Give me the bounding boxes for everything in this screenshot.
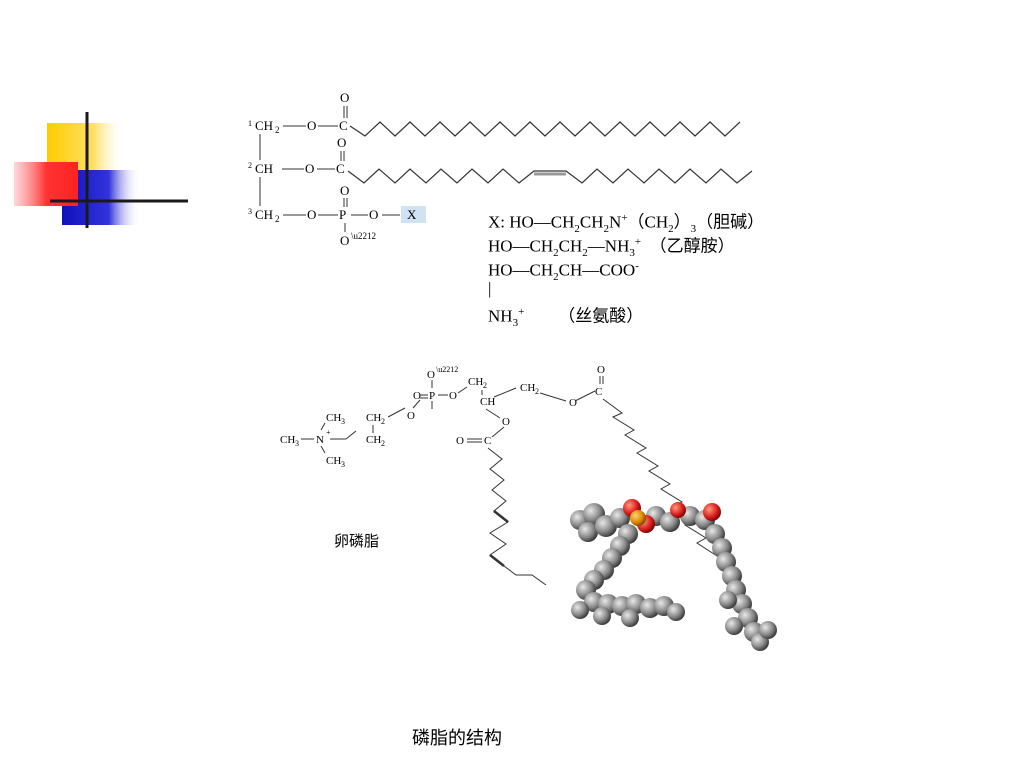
svg-text:O: O [307, 207, 316, 222]
svg-text:CH: CH [366, 412, 381, 424]
svg-text:CH: CH [366, 434, 381, 446]
svg-text:N: N [316, 434, 324, 446]
svg-text:C: C [339, 118, 348, 133]
svg-text:C: C [484, 435, 491, 447]
svg-text:\u2212: \u2212 [436, 365, 458, 374]
svg-text:+: + [326, 428, 331, 437]
svg-text:O: O [407, 410, 415, 422]
svg-text:CH: CH [326, 412, 341, 424]
svg-text:O: O [413, 390, 421, 402]
svg-text:C: C [595, 386, 602, 398]
svg-text:CH: CH [326, 455, 341, 467]
corner-decoration [14, 112, 188, 228]
x-group-ethanolamine: HO—CH2CH2—NH3+ （乙醇胺） [488, 236, 735, 260]
svg-text:O: O [456, 435, 464, 447]
svg-text:3: 3 [341, 460, 345, 469]
svg-text:O: O [449, 390, 457, 402]
svg-text:2: 2 [381, 417, 385, 426]
svg-text:P: P [429, 390, 435, 402]
svg-text:3: 3 [341, 417, 345, 426]
svg-text:C: C [336, 161, 345, 176]
x-group-serine-bond: | [488, 279, 492, 298]
svg-text:CH: CH [520, 382, 535, 394]
x-group-choline: X: HO—CH2CH2N+（CH2）3（胆碱） [488, 212, 765, 236]
svg-text:P: P [339, 207, 346, 222]
x-group-serine: HO—CH2CH—COO- [488, 260, 639, 284]
svg-text:2: 2 [381, 439, 385, 448]
svg-text:CH: CH [280, 434, 295, 446]
svg-text:CH: CH [255, 118, 273, 133]
svg-text:CH: CH [480, 396, 495, 408]
svg-text:2: 2 [275, 125, 280, 135]
x-substituent-label: X [407, 207, 417, 222]
svg-text:2: 2 [275, 214, 280, 224]
svg-text:O: O [340, 90, 349, 105]
svg-text:O: O [427, 369, 435, 381]
svg-text:O: O [340, 233, 349, 248]
lecithin-label: 卵磷脂 [334, 534, 380, 550]
svg-text:1: 1 [248, 119, 252, 128]
svg-text:3: 3 [248, 207, 252, 216]
svg-text:O: O [340, 183, 349, 198]
svg-text:O: O [337, 135, 346, 150]
x-group-serine-amine: NH3+ （丝氨酸） [488, 306, 644, 330]
slide-caption: 磷脂的结构 [412, 728, 502, 748]
svg-text:2: 2 [248, 161, 252, 170]
svg-text:O: O [307, 118, 316, 133]
svg-text:CH: CH [468, 376, 483, 388]
svg-text:O: O [569, 397, 577, 409]
deco-red-square [14, 162, 78, 206]
svg-text:O: O [305, 161, 314, 176]
svg-text:2: 2 [483, 381, 487, 390]
space-filling-model [570, 499, 777, 651]
svg-text:O: O [597, 364, 605, 376]
svg-text:CH: CH [255, 161, 273, 176]
svg-text:2: 2 [535, 387, 539, 396]
svg-text:O: O [369, 207, 378, 222]
svg-text:3: 3 [295, 439, 299, 448]
svg-text:\u2212: \u2212 [351, 231, 376, 241]
svg-text:CH: CH [255, 207, 273, 222]
x-substituent-box [401, 206, 426, 223]
svg-text:O: O [502, 416, 510, 428]
